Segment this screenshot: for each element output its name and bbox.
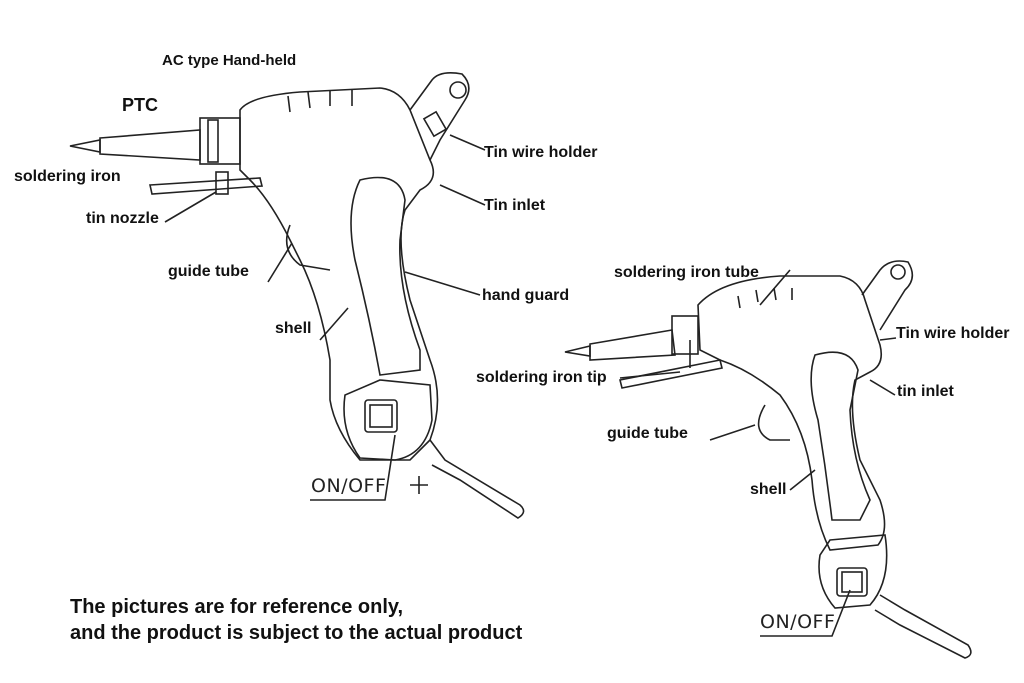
note-line-1: The pictures are for reference only, bbox=[70, 596, 404, 618]
label-on-off: ON/OFF bbox=[311, 475, 387, 497]
note-line-2: and the product is subject to the actual… bbox=[70, 622, 523, 644]
left-gun-drawing bbox=[69, 72, 525, 519]
label-shell-right: shell bbox=[750, 481, 787, 498]
label-guide-tube: guide tube bbox=[168, 263, 249, 280]
right-gun-drawing bbox=[564, 260, 972, 659]
label-tin-wire-holder-right: Tin wire holder bbox=[896, 325, 1010, 342]
label-soldering-iron-tube: soldering iron tube bbox=[614, 264, 759, 281]
label-tin-inlet-right: tin inlet bbox=[897, 383, 954, 400]
label-tin-wire-holder: Tin wire holder bbox=[484, 144, 598, 161]
label-tin-nozzle: tin nozzle bbox=[86, 210, 159, 227]
label-soldering-iron: soldering iron bbox=[14, 168, 121, 185]
label-tin-inlet: Tin inlet bbox=[484, 197, 546, 214]
label-guide-tube-right: guide tube bbox=[607, 425, 688, 442]
left-title: AC type Hand-held bbox=[162, 52, 297, 69]
label-hand-guard: hand guard bbox=[482, 287, 570, 304]
label-shell: shell bbox=[275, 320, 312, 337]
label-ptc: PTC bbox=[122, 95, 158, 115]
label-soldering-iron-tip: soldering iron tip bbox=[476, 369, 607, 386]
disclaimer-note: The pictures are for reference only, and… bbox=[70, 594, 522, 646]
label-on-off-right: ON/OFF bbox=[760, 611, 836, 633]
